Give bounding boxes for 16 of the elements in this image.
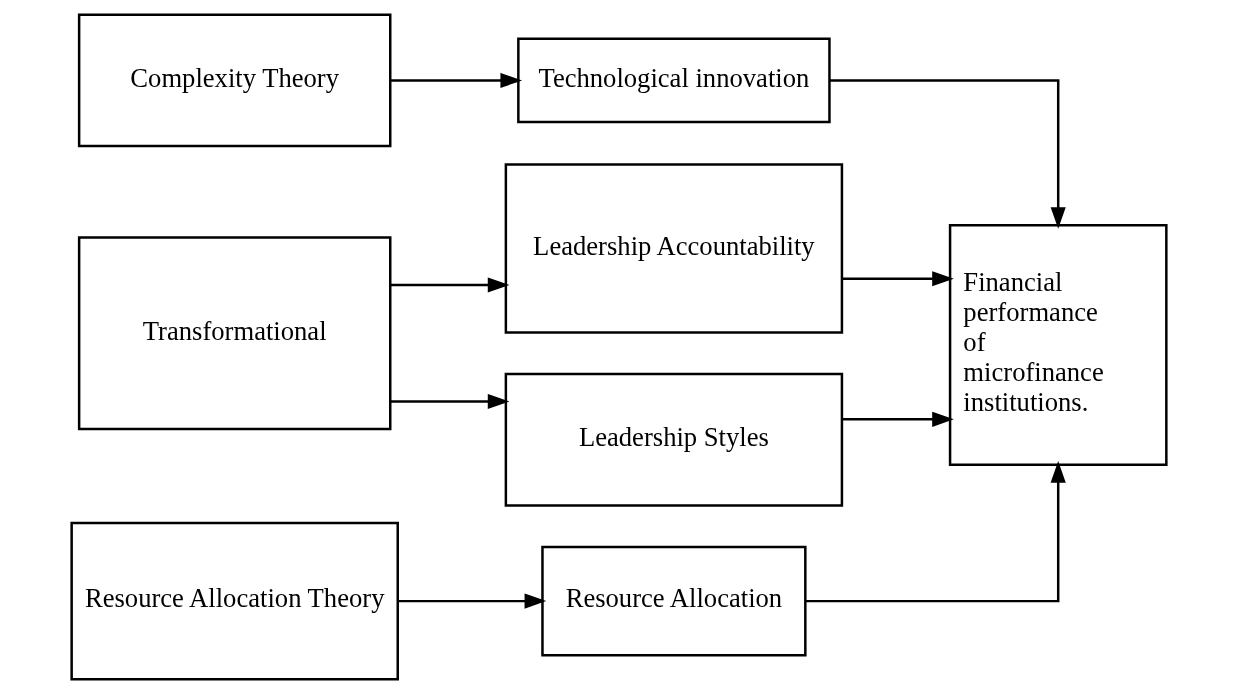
node-box: Technological innovation [516,37,831,124]
node-box: Leadership Styles [504,372,843,507]
node-box: Complexity Theory [77,13,391,148]
node-box: Financial performance of microfinance institutions. [948,223,1168,466]
arrow [397,593,546,609]
node-box: Resource Allocation [540,545,807,657]
arrow [841,271,954,287]
arrow [829,79,1066,229]
node-box: Resource Allocation Theory [69,521,399,681]
arrow [390,72,522,88]
node-box: Leadership Accountability [504,163,843,334]
arrow [390,393,509,410]
node-box: Transformational [77,236,391,431]
arrow [805,461,1066,603]
arrow [841,411,954,427]
arrow [390,277,509,293]
